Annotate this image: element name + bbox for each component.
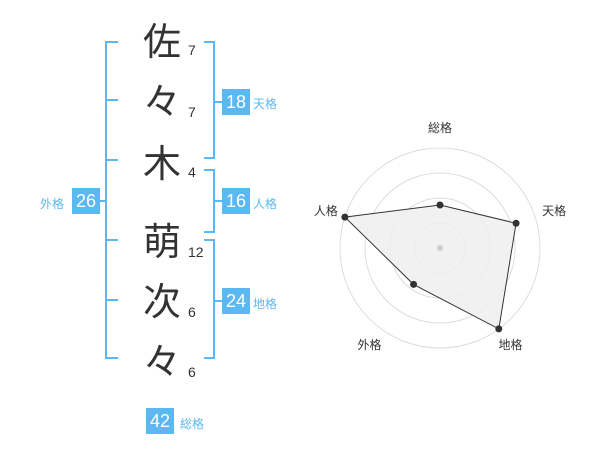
name-char-5: 次 — [142, 280, 181, 324]
name-char-3: 木 — [142, 142, 181, 186]
radar-point — [341, 213, 349, 221]
tenkaku-bracket — [204, 41, 215, 159]
radar-axis-label: 地格 — [499, 337, 523, 352]
jinkaku-value: 16 — [222, 188, 250, 214]
gaikaku-value: 26 — [72, 188, 100, 214]
stroke-count-4: 12 — [188, 244, 204, 260]
name-char-6: 々 — [142, 340, 181, 384]
radar-axis-label: 外格 — [357, 337, 381, 352]
stroke-count-2: 7 — [188, 104, 196, 120]
tenkaku-value: 18 — [222, 89, 250, 115]
radar-point — [436, 201, 444, 209]
stroke-count-3: 4 — [188, 164, 196, 180]
tenkaku-label: 天格 — [253, 97, 278, 111]
chikaku-bracket — [204, 239, 215, 359]
soukaku-label: 総格 — [180, 417, 205, 431]
radar-ring — [364, 172, 516, 324]
soukaku-value: 42 — [146, 408, 174, 434]
radar-area — [343, 204, 517, 330]
stroke-count-6: 6 — [188, 364, 196, 380]
jinkaku-bracket — [204, 169, 215, 233]
name-char-4: 萌 — [142, 220, 181, 264]
jinkaku-label: 人格 — [253, 197, 278, 211]
gaikaku-bracket — [105, 41, 118, 359]
radar-axis-label: 総格 — [428, 120, 452, 135]
radar-ring — [339, 147, 541, 349]
gaikaku-label: 外格 — [40, 197, 65, 211]
stroke-count-1: 7 — [188, 42, 196, 58]
chikaku-label: 地格 — [253, 297, 278, 311]
radar-point — [495, 325, 503, 333]
radar-point — [512, 219, 520, 227]
radar-axis-label: 天格 — [542, 203, 566, 218]
radar-axis-label: 人格 — [314, 203, 338, 218]
name-char-2: 々 — [142, 80, 181, 124]
radar-center-dot — [437, 245, 443, 251]
chikaku-value: 24 — [222, 288, 250, 314]
stroke-count-5: 6 — [188, 304, 196, 320]
radar-point — [410, 280, 418, 288]
name-char-1: 佐 — [142, 20, 181, 64]
